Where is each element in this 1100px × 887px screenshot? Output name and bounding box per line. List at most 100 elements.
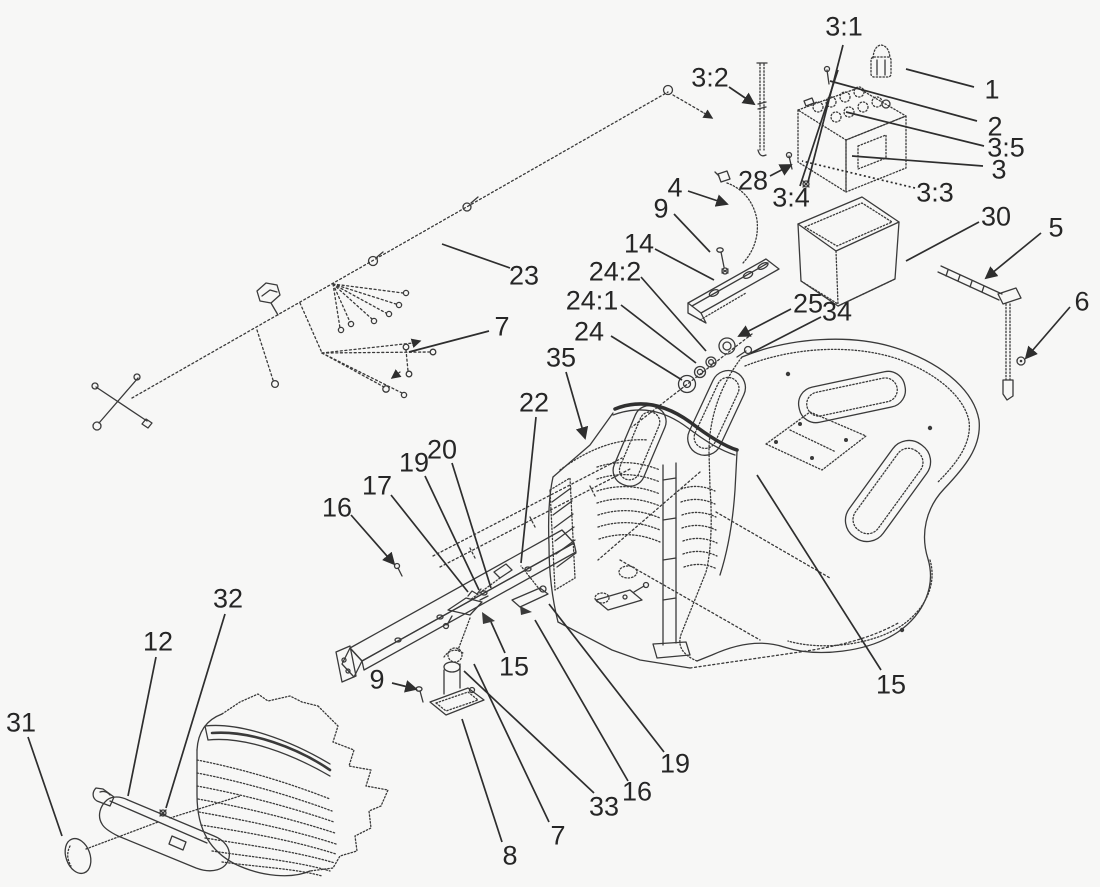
frame-rail (335, 457, 631, 683)
callout-label-30: 30 (981, 201, 1011, 231)
callout-label-22: 22 (519, 387, 549, 417)
j-bolt-icon (756, 62, 768, 157)
callout-leader-35 (565, 371, 589, 440)
callout-label-31: 31 (6, 707, 36, 737)
callout-leader-3-1 (807, 44, 844, 183)
callout-label-6: 6 (1074, 286, 1089, 316)
callout-label-24-2: 24:2 (589, 256, 642, 286)
callout-leader-8 (461, 718, 503, 843)
callout-leader-9b (391, 680, 418, 693)
callout-leader-23 (441, 243, 511, 269)
callout-label-3-3: 3:3 (916, 177, 954, 207)
callout-label-34: 34 (822, 296, 852, 326)
battery (785, 65, 907, 193)
callout-leader-32 (165, 613, 226, 809)
solenoid (415, 617, 485, 716)
callout-label-3: 3 (991, 154, 1006, 184)
callout-label-19b: 19 (660, 748, 690, 778)
hold-down-rod (937, 265, 1026, 401)
callout-leader-2 (829, 80, 978, 122)
callout-label-3-4: 3:4 (772, 182, 810, 212)
front-end (64, 693, 389, 877)
grille (196, 693, 389, 877)
callout-leader-5 (984, 232, 1042, 280)
dash-tower (547, 402, 901, 669)
callout-leader-12 (127, 656, 157, 797)
callout-leader-24-2 (640, 276, 707, 352)
callout-leader-19t (424, 475, 480, 591)
callout-label-15l: 15 (499, 651, 529, 681)
callout-label-7t: 7 (494, 311, 509, 341)
cap (64, 837, 92, 875)
callout-leader-3-2 (728, 86, 756, 106)
callout-label-2: 2 (987, 111, 1002, 141)
callout-label-16t: 16 (322, 492, 352, 522)
callout-label-1: 1 (984, 74, 999, 104)
callout-leader-1 (905, 68, 975, 88)
callout-leader-24 (610, 335, 683, 381)
callout-label-17: 17 (362, 470, 392, 500)
callout-leader-14 (654, 248, 715, 281)
callout-label-16b: 16 (622, 776, 652, 806)
callout-label-20: 20 (427, 434, 457, 464)
callout-label-14: 14 (624, 228, 654, 258)
rod-nut-icon (1016, 356, 1026, 366)
callout-leader-4 (687, 190, 729, 207)
callout-leader-9t (673, 213, 711, 253)
callout-leader-34 (750, 316, 822, 354)
callout-label-9b: 9 (369, 664, 384, 694)
callout-leader-16b (534, 619, 629, 782)
wiring-harness (91, 84, 714, 431)
callout-leader-7t (408, 330, 490, 353)
callout-leader-28 (769, 164, 793, 177)
callout-leader-7b (473, 663, 550, 823)
battery-group (631, 44, 1026, 428)
callout-leader-30 (905, 221, 980, 262)
battery-cable (714, 170, 759, 264)
fastener-stack (631, 333, 753, 428)
bumper-screw-icon (159, 809, 167, 817)
callout-leader-3 (851, 155, 984, 167)
callout-label-35: 35 (546, 342, 576, 372)
support-strap-right (687, 369, 747, 456)
fender-body (679, 338, 980, 662)
callout-label-23: 23 (509, 260, 539, 290)
callout-label-7b: 7 (550, 820, 565, 850)
callout-leader-15r (756, 474, 882, 671)
callout-leader-16t (350, 514, 396, 566)
callout-label-25: 25 (793, 288, 823, 318)
callout-leader-19b (548, 603, 665, 753)
support-bracket (687, 247, 780, 324)
callout-label-15r: 15 (876, 669, 906, 699)
callout-label-3-1: 3:1 (825, 11, 863, 41)
callout-label-9t: 9 (653, 193, 668, 223)
callout-label-19t: 19 (399, 447, 429, 477)
knob-icon (718, 337, 736, 355)
callout-leader-3-5 (845, 111, 985, 147)
callout-leader-3-4 (799, 69, 839, 187)
callout-leader-6 (1024, 306, 1071, 360)
callout-label-12: 12 (143, 626, 173, 656)
callout-leader-33 (463, 670, 595, 794)
callout-label-24: 24 (574, 316, 604, 346)
bumper (85, 787, 241, 872)
callout-leader-25 (737, 308, 792, 337)
callout-leader-31 (27, 736, 63, 837)
wing-nut-icon (870, 44, 892, 78)
callout-leader-3-3 (801, 160, 916, 189)
callout-label-5: 5 (1048, 212, 1063, 242)
seat-plate-outline (765, 411, 867, 471)
callout-label-3-2: 3:2 (691, 62, 729, 92)
callout-label-8: 8 (502, 840, 517, 870)
callout-leaders (27, 44, 1071, 843)
callout-label-33: 33 (589, 791, 619, 821)
callout-label-28: 28 (738, 165, 768, 195)
battery-tray (797, 196, 900, 307)
callout-label-24-1: 24:1 (566, 285, 619, 315)
chassis-body (335, 338, 980, 716)
callout-label-32: 32 (213, 583, 243, 613)
latch-parts (442, 563, 650, 630)
